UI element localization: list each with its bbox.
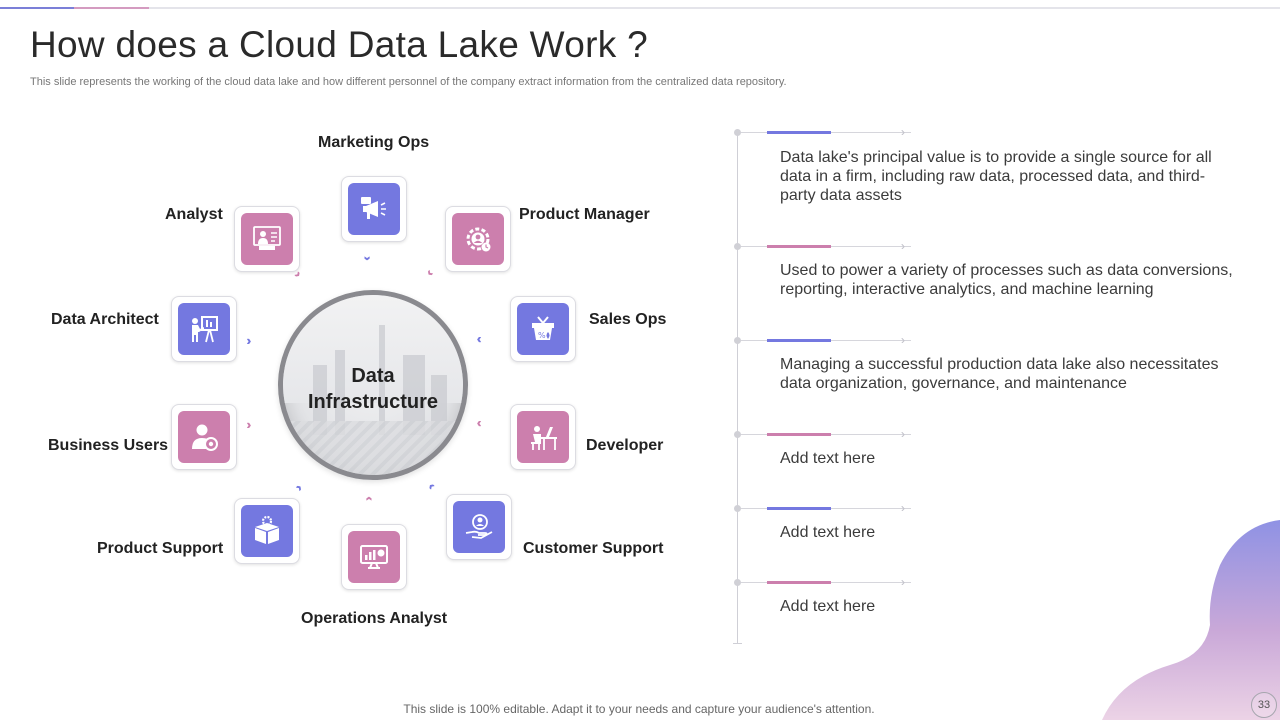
center-label: Data Infrastructure	[283, 363, 463, 415]
monitor-chart-icon	[360, 545, 388, 569]
page-number: 33	[1251, 692, 1277, 718]
developer-desk-icon	[531, 426, 557, 450]
node-operations-analyst[interactable]	[341, 524, 407, 590]
timeline-dot	[734, 243, 741, 250]
node-label-analyst: Analyst	[165, 206, 223, 223]
timeline-accent	[767, 507, 831, 510]
center-image-building	[313, 365, 327, 435]
timeline-text: Used to power a variety of processes suc…	[780, 262, 1233, 298]
node-sales-ops[interactable]: %	[510, 296, 576, 362]
decorative-gradient-blob	[1102, 520, 1280, 720]
timeline-accent	[767, 131, 831, 134]
node-analyst[interactable]	[234, 206, 300, 272]
top-accent-segment-pink	[74, 7, 149, 9]
slide-title: How does a Cloud Data Lake Work ?	[30, 24, 648, 65]
node-label-marketing-ops: Marketing Ops	[318, 134, 430, 151]
sales-basket-icon: %	[532, 316, 554, 340]
connector-arrow: ››	[291, 483, 303, 494]
timeline-end-cap	[733, 643, 742, 644]
timeline-accent	[767, 433, 831, 436]
timeline-text: Managing a successful production data la…	[780, 356, 1219, 392]
analyst-screen-icon	[253, 226, 281, 250]
node-label-developer: Developer	[586, 437, 664, 454]
presenter-board-icon	[192, 316, 218, 343]
node-tile	[452, 213, 504, 265]
node-tile	[241, 213, 293, 265]
node-tile	[178, 303, 230, 355]
node-data-architect[interactable]	[171, 296, 237, 362]
node-developer[interactable]	[510, 404, 576, 470]
node-tile	[348, 531, 400, 583]
node-tile	[348, 183, 400, 235]
node-product-support[interactable]	[234, 498, 300, 564]
center-image-building	[403, 355, 425, 435]
timeline-dot	[734, 579, 741, 586]
timeline-accent	[767, 339, 831, 342]
timeline-text: Data lake's principal value is to provid…	[780, 149, 1212, 204]
hand-support-icon	[465, 514, 493, 539]
node-tile	[241, 505, 293, 557]
gear-person-icon	[466, 227, 491, 252]
user-settings-icon	[192, 424, 218, 451]
center-image-ground	[283, 421, 463, 475]
center-image-building	[431, 375, 447, 435]
connector-arrow: ››	[426, 483, 438, 494]
node-label-operations-analyst: Operations Analyst	[301, 610, 448, 627]
node-label-sales-ops: Sales Ops	[589, 311, 667, 328]
timeline-dot	[734, 337, 741, 344]
node-label-customer-support: Customer Support	[523, 540, 664, 557]
center-image-building	[335, 350, 345, 435]
timeline-dot	[734, 129, 741, 136]
node-tile	[517, 411, 569, 463]
top-accent-segment-blue	[0, 7, 74, 9]
node-tile	[453, 501, 505, 553]
node-tile	[178, 411, 230, 463]
node-product-manager[interactable]	[445, 206, 511, 272]
node-marketing-ops[interactable]	[341, 176, 407, 242]
timeline-accent	[767, 245, 831, 248]
timeline-accent	[767, 581, 831, 584]
slide-subtitle: This slide represents the working of the…	[30, 76, 787, 88]
node-label-product-support: Product Support	[97, 540, 224, 557]
node-customer-support[interactable]	[446, 494, 512, 560]
svg-text:%: %	[538, 331, 546, 340]
timeline-line	[737, 132, 738, 644]
megaphone-icon	[361, 197, 386, 219]
center-label-line1: Data	[351, 365, 395, 387]
timeline-dot	[734, 431, 741, 438]
node-tile: %	[517, 303, 569, 355]
node-label-product-manager: Product Manager	[519, 206, 650, 223]
center-label-line2: Infrastructure	[307, 391, 439, 413]
node-label-business-users: Business Users	[48, 437, 169, 454]
connector-arrow: ››	[426, 267, 438, 278]
center-image-tower	[379, 325, 385, 435]
timeline-dot	[734, 505, 741, 512]
top-accent-bar	[0, 7, 1280, 9]
timeline-text[interactable]: Add text here	[780, 524, 876, 541]
data-infrastructure-circle: Data Infrastructure	[278, 290, 468, 480]
box-gear-icon	[255, 515, 279, 544]
node-label-data-architect: Data Architect	[51, 311, 159, 328]
timeline-text[interactable]: Add text here	[780, 450, 876, 467]
timeline-text[interactable]: Add text here	[780, 598, 876, 615]
slide-footer: This slide is 100% editable. Adapt it to…	[403, 702, 875, 716]
node-business-users[interactable]	[171, 404, 237, 470]
